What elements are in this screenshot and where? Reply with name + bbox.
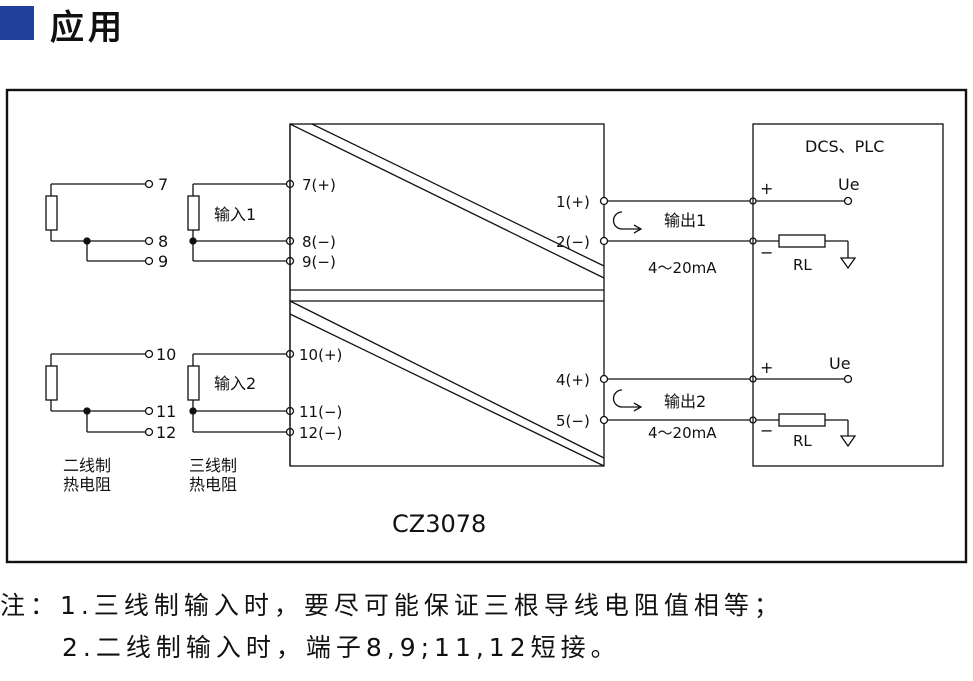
caption-2wire-line1: 二线制 bbox=[63, 456, 111, 475]
current-arrow-icon bbox=[612, 389, 640, 408]
module-terminal-12: 12(−) bbox=[299, 424, 342, 442]
caption-2wire-line2: 热电阻 bbox=[63, 475, 111, 494]
module-terminal-8: 8(−) bbox=[302, 233, 336, 251]
module-terminal-10: 10(+) bbox=[299, 346, 342, 364]
ue-label-1: Ue bbox=[838, 175, 860, 194]
resistor-icon bbox=[45, 195, 58, 231]
terminal-12-label: 12 bbox=[156, 423, 176, 442]
diagram-frame bbox=[5, 88, 968, 564]
terminal-8-label: 8 bbox=[158, 232, 168, 251]
caption-3wire-line1: 三线制 bbox=[189, 456, 237, 475]
page-title: 应用 bbox=[50, 8, 126, 48]
module-terminal-11: 11(−) bbox=[299, 403, 342, 421]
rtd-3wire-bottom bbox=[187, 349, 295, 437]
receiver-name: DCS、PLC bbox=[805, 137, 884, 156]
output1-label: 输出1 bbox=[664, 211, 706, 230]
module-terminal-1: 1(+) bbox=[556, 193, 590, 211]
module-terminal-4: 4(+) bbox=[556, 371, 590, 389]
title-square-icon bbox=[0, 6, 34, 40]
rtd-2wire-top bbox=[45, 179, 154, 266]
module-terminal-2: 2(−) bbox=[556, 233, 590, 251]
module-terminal-7: 7(+) bbox=[302, 176, 336, 194]
load-resistor-icon bbox=[778, 234, 826, 248]
output1-range: 4～20mA bbox=[648, 259, 717, 277]
terminal-10-label: 10 bbox=[156, 345, 176, 364]
current-arrow-icon bbox=[612, 211, 640, 230]
load-resistor-icon bbox=[778, 413, 826, 427]
output2-range: 4～20mA bbox=[648, 424, 717, 442]
rtd-2wire-bottom bbox=[45, 349, 154, 437]
output-wiring-2 bbox=[608, 374, 857, 448]
minus-label-2: − bbox=[760, 421, 773, 440]
plus-label-2: + bbox=[760, 358, 773, 377]
rl-label-2: RL bbox=[793, 432, 812, 450]
plus-label-1: + bbox=[760, 179, 773, 198]
output2-label: 输出2 bbox=[664, 392, 706, 411]
ue-label-2: Ue bbox=[829, 354, 851, 373]
input1-label: 输入1 bbox=[214, 205, 256, 224]
output-wiring-1 bbox=[608, 196, 857, 270]
receiver-box bbox=[752, 123, 944, 467]
module-terminal-9: 9(−) bbox=[302, 253, 336, 271]
resistor-icon bbox=[187, 365, 200, 401]
note-line-1: 注：1.三线制输入时，要尽可能保证三根导线电阻值相等； bbox=[0, 591, 784, 620]
terminal-7-label: 7 bbox=[158, 175, 168, 194]
ground-icon bbox=[839, 435, 857, 448]
module-cz3078 bbox=[289, 123, 609, 467]
note-line-2: 2.二线制输入时，端子8,9;11,12短接。 bbox=[62, 633, 621, 662]
ground-icon bbox=[839, 257, 857, 270]
module-terminal-5: 5(−) bbox=[556, 412, 590, 430]
module-name: CZ3078 bbox=[392, 510, 486, 538]
rl-label-1: RL bbox=[793, 256, 812, 274]
resistor-icon bbox=[45, 365, 58, 401]
caption-3wire-line2: 热电阻 bbox=[189, 475, 237, 494]
terminal-11-label: 11 bbox=[156, 402, 176, 421]
resistor-icon bbox=[187, 195, 200, 231]
terminal-9-label: 9 bbox=[158, 252, 168, 271]
minus-label-1: − bbox=[760, 243, 773, 262]
input2-label: 输入2 bbox=[214, 374, 256, 393]
